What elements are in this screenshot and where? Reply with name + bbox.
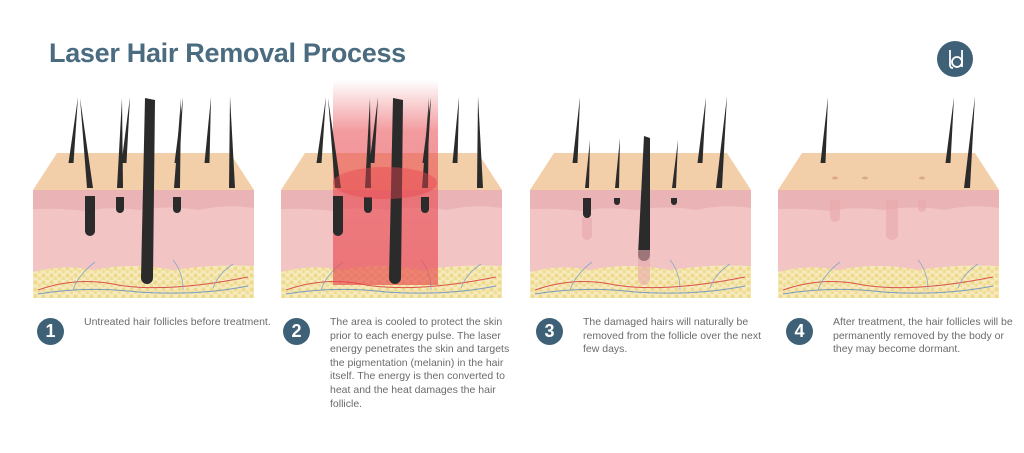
hair: [716, 96, 727, 188]
skin-panel-1: [33, 96, 254, 298]
skin-surface: [778, 153, 999, 190]
vein: [285, 285, 497, 295]
empty-follicle: [638, 250, 650, 285]
hair-follicle: [364, 197, 372, 213]
empty-pore: [832, 176, 838, 180]
vein: [37, 285, 249, 295]
step-description: Untreated hair follicles before treatmen…: [84, 316, 271, 328]
step-number-badge: 1: [37, 318, 64, 345]
hair: [585, 140, 590, 188]
hair: [452, 97, 459, 163]
thick-hair: [141, 98, 155, 284]
hair: [615, 138, 620, 188]
hair-follicle: [173, 197, 181, 213]
skin-panel-2: [281, 80, 502, 298]
hair: [121, 97, 130, 163]
cooling-spot: [333, 167, 437, 199]
skin-panel-4: [778, 96, 999, 298]
artery: [285, 276, 497, 291]
step-2: 2 The area is cooled to protect the skin…: [283, 316, 520, 411]
hair: [697, 97, 706, 163]
skin-panel-3: [530, 96, 751, 298]
capillaries: [569, 259, 731, 291]
vein: [534, 285, 746, 295]
skin-surface: [530, 153, 751, 190]
artery: [534, 276, 746, 291]
artery: [782, 276, 994, 291]
hair-follicle: [583, 198, 591, 218]
hair-follicle: [85, 196, 95, 236]
hair: [68, 97, 78, 163]
hair: [572, 97, 580, 163]
empty-follicle: [886, 200, 898, 240]
empty-follicle: [582, 218, 592, 240]
step-number-badge: 4: [786, 318, 813, 345]
step-number-badge: 2: [283, 318, 310, 345]
hair: [365, 98, 371, 188]
laser-beam: [333, 80, 438, 285]
hair: [672, 140, 678, 188]
hair-follicle: [614, 198, 620, 205]
hair-follicle: [671, 198, 677, 205]
hair: [945, 97, 954, 163]
artery: [37, 276, 249, 291]
hair-follicle: [421, 197, 429, 213]
skin-diagrams: [33, 80, 999, 298]
hair: [229, 96, 235, 188]
hair: [964, 96, 975, 188]
hair: [422, 98, 429, 188]
empty-follicle: [918, 200, 926, 212]
hair: [117, 98, 123, 188]
vein: [782, 285, 994, 295]
thick-hair: [389, 98, 403, 284]
step-number-badge: 3: [536, 318, 563, 345]
step-description: After treatment, the hair follicles will…: [833, 316, 1013, 356]
page-title: Laser Hair Removal Process: [49, 38, 406, 68]
hair: [316, 97, 326, 163]
hair: [204, 97, 211, 163]
hair: [477, 96, 483, 188]
step-description: The area is cooled to protect the skin p…: [330, 316, 510, 410]
empty-follicle: [830, 200, 840, 222]
hair-follicle: [333, 196, 343, 236]
hair-follicle: [116, 197, 124, 213]
step-4: 4 After treatment, the hair follicles wi…: [786, 316, 1023, 357]
step-1: 1 Untreated hair follicles before treatm…: [37, 316, 274, 345]
step-description: The damaged hairs will naturally be remo…: [583, 316, 761, 356]
capillaries: [817, 259, 979, 291]
hair: [369, 97, 378, 163]
hair: [820, 97, 828, 163]
hair: [174, 98, 181, 188]
step-3: 3 The damaged hairs will naturally be re…: [536, 316, 773, 357]
brand-logo: [937, 41, 973, 77]
empty-pore: [862, 176, 868, 180]
hair: [328, 98, 341, 188]
loose-hair: [638, 136, 650, 261]
hair: [80, 98, 93, 188]
empty-pore: [919, 176, 925, 180]
capillaries: [72, 259, 234, 291]
